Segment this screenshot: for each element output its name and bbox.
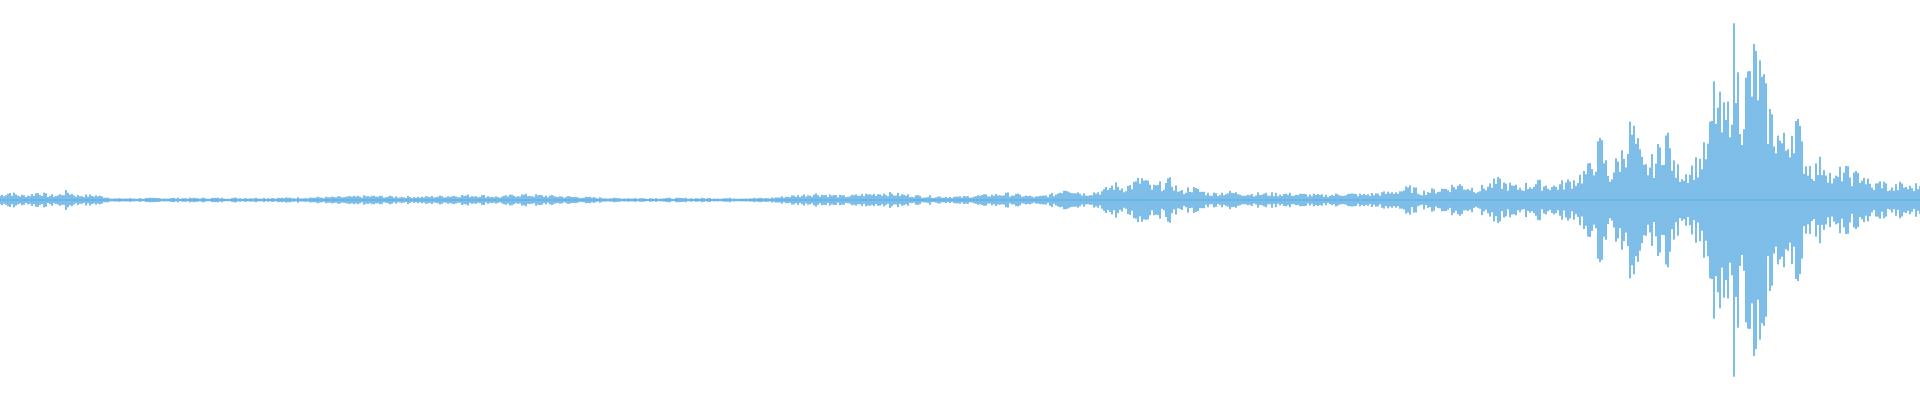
audio-waveform: [0, 23, 1920, 377]
